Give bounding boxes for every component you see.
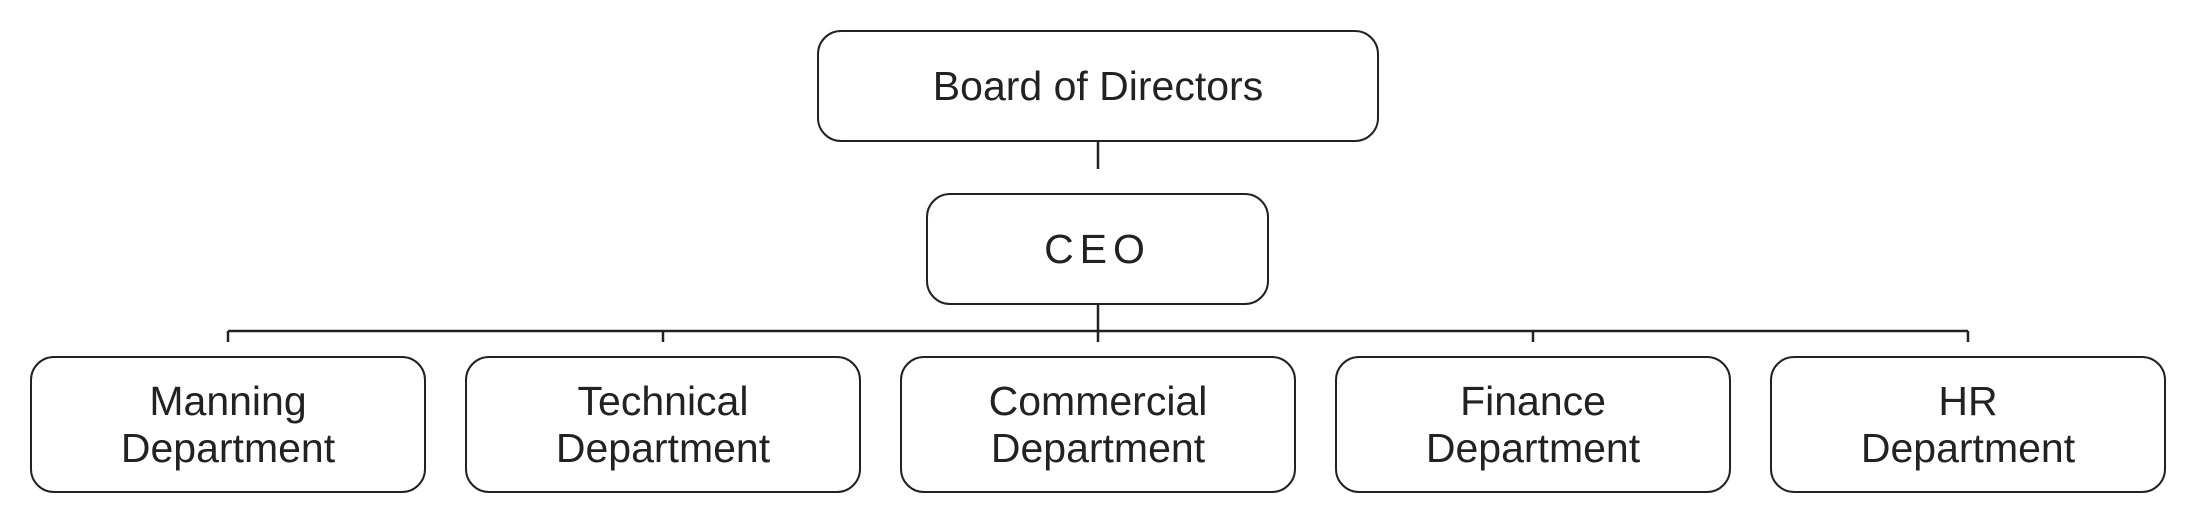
board-of-directors-node: Board of Directors [817,30,1379,142]
technical-department-node: Technical Department [465,356,861,493]
ceo-node: CEO [926,193,1269,305]
board-of-directors-label: Board of Directors [932,62,1264,109]
hr-department-label: HR Department [1860,377,2076,471]
ceo-label: CEO [1044,225,1151,272]
hr-department-node: HR Department [1770,356,2166,493]
manning-department-node: Manning Department [30,356,426,493]
finance-department-label: Finance Department [1425,377,1641,471]
technical-department-label: Technical Department [555,377,771,471]
commercial-department-node: Commercial Department [900,356,1296,493]
manning-department-label: Manning Department [120,377,336,471]
commercial-department-label: Commercial Department [988,377,1208,471]
finance-department-node: Finance Department [1335,356,1731,493]
